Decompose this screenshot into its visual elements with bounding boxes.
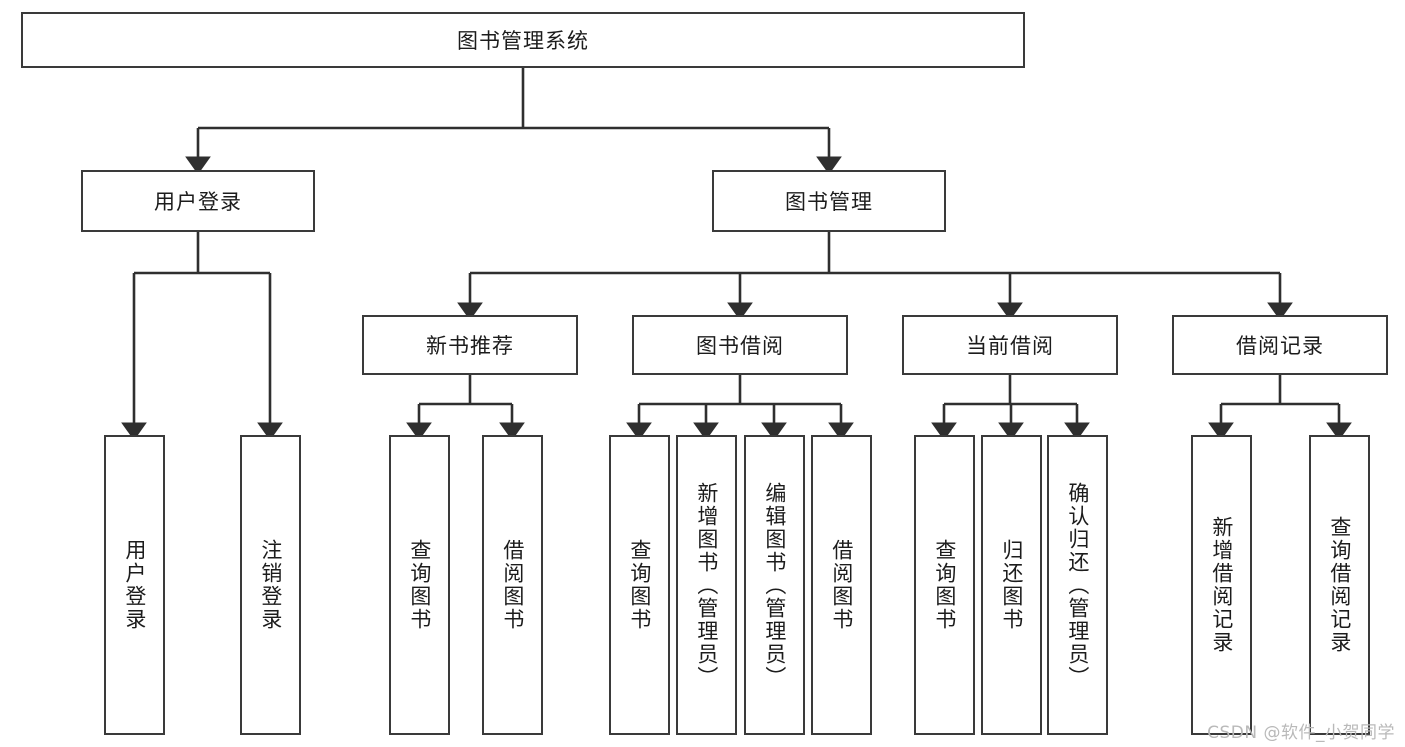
leaf-current-query-book[interactable]: 查询图书: [914, 435, 975, 735]
leaf-recommend-borrow-book[interactable]: 借阅图书: [482, 435, 543, 735]
node-label: 借阅记录: [1236, 334, 1324, 358]
node-label: 查询借阅记录: [1327, 516, 1352, 654]
leaf-user-login-logout[interactable]: 注销登录: [240, 435, 301, 735]
node-label: 用户登录: [154, 190, 242, 214]
node-label: 图书管理: [785, 190, 873, 214]
leaf-borrow-borrow-book[interactable]: 借阅图书: [811, 435, 872, 735]
node-label: 归还图书: [999, 539, 1024, 631]
node-user-login[interactable]: 用户登录: [81, 170, 315, 232]
leaf-current-return-book[interactable]: 归还图书: [981, 435, 1042, 735]
node-label: 新增图书（管理员）: [694, 481, 719, 689]
node-label: 注销登录: [258, 539, 283, 631]
node-current-borrow[interactable]: 当前借阅: [902, 315, 1118, 375]
node-label: 图书借阅: [696, 334, 784, 358]
leaf-current-confirm-return[interactable]: 确认归还（管理员）: [1047, 435, 1108, 735]
node-label: 用户登录: [122, 539, 147, 631]
leaf-record-add-record[interactable]: 新增借阅记录: [1191, 435, 1252, 735]
node-label: 当前借阅: [966, 334, 1054, 358]
node-label: 新书推荐: [426, 334, 514, 358]
leaf-record-query-record[interactable]: 查询借阅记录: [1309, 435, 1370, 735]
csdn-watermark: CSDN @软件_小贺同学: [1207, 723, 1395, 743]
node-label: 借阅图书: [829, 539, 854, 631]
leaf-borrow-edit-book[interactable]: 编辑图书（管理员）: [744, 435, 805, 735]
leaf-recommend-query-book[interactable]: 查询图书: [389, 435, 450, 735]
leaf-borrow-add-book[interactable]: 新增图书（管理员）: [676, 435, 737, 735]
node-book-management[interactable]: 图书管理: [712, 170, 946, 232]
node-label: 编辑图书（管理员）: [762, 481, 787, 689]
node-system-title[interactable]: 图书管理系统: [21, 12, 1025, 68]
node-label: 确认归还（管理员）: [1065, 481, 1090, 689]
node-book-borrow[interactable]: 图书借阅: [632, 315, 848, 375]
node-label: 查询图书: [627, 539, 652, 631]
node-label: 图书管理系统: [457, 29, 589, 53]
node-label: 查询图书: [932, 539, 957, 631]
node-label: 新增借阅记录: [1209, 516, 1234, 654]
leaf-borrow-query-book[interactable]: 查询图书: [609, 435, 670, 735]
node-label: 借阅图书: [500, 539, 525, 631]
node-borrow-record[interactable]: 借阅记录: [1172, 315, 1388, 375]
leaf-user-login-login[interactable]: 用户登录: [104, 435, 165, 735]
node-new-book-recommend[interactable]: 新书推荐: [362, 315, 578, 375]
node-label: 查询图书: [407, 539, 432, 631]
